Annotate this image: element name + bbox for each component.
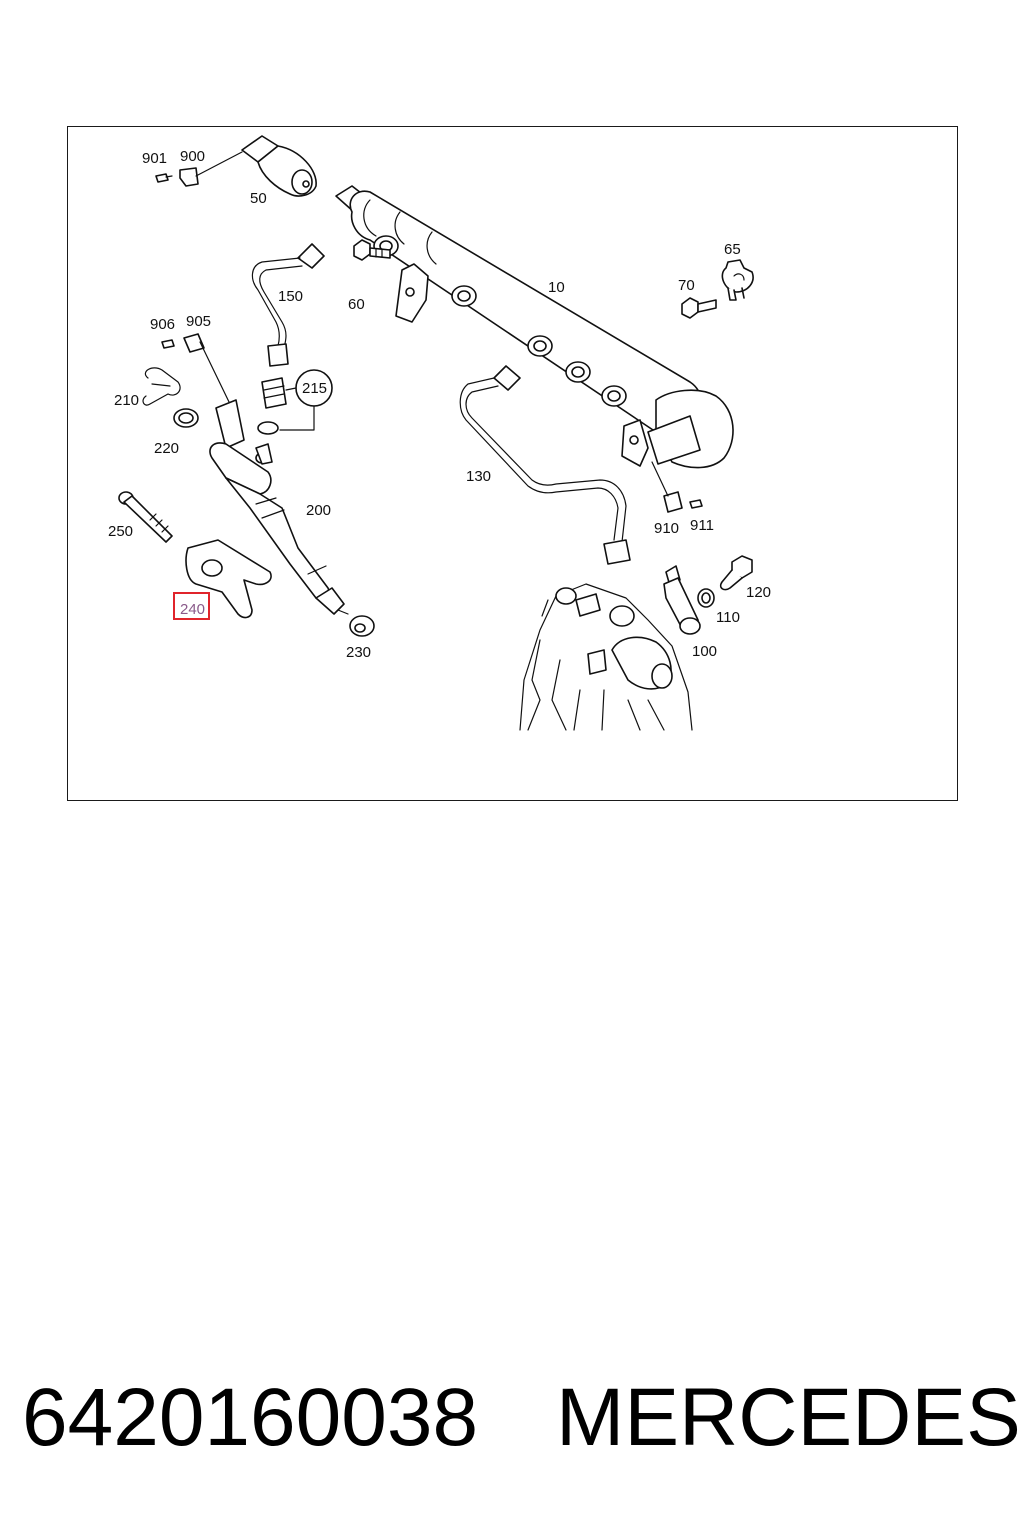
part-240-clamp[interactable] bbox=[185, 539, 272, 619]
part-200-injector[interactable] bbox=[209, 399, 349, 615]
part-150-fuel-line[interactable] bbox=[251, 243, 325, 367]
label-210: 210 bbox=[114, 392, 139, 409]
part-120-banjo-bolt[interactable] bbox=[719, 555, 753, 591]
part-number: 6420160038 bbox=[22, 1372, 479, 1463]
label-230: 230 bbox=[346, 644, 371, 661]
part-70-bolt[interactable] bbox=[681, 297, 717, 319]
label-60: 60 bbox=[348, 296, 365, 313]
part-220-seal-ring[interactable] bbox=[173, 408, 199, 428]
part-901-pin[interactable] bbox=[155, 173, 173, 183]
label-10: 10 bbox=[548, 279, 565, 296]
label-65: 65 bbox=[724, 241, 741, 258]
label-901: 901 bbox=[142, 150, 167, 167]
part-10-fuel-rail[interactable] bbox=[335, 185, 734, 469]
label-130: 130 bbox=[466, 468, 491, 485]
label-240: 240 bbox=[180, 601, 205, 618]
part-911-pin[interactable] bbox=[689, 499, 703, 509]
part-210-clip[interactable] bbox=[142, 367, 181, 406]
part-905-connector[interactable] bbox=[183, 333, 231, 405]
label-200: 200 bbox=[306, 502, 331, 519]
part-130-fuel-line[interactable] bbox=[459, 365, 631, 565]
label-910: 910 bbox=[654, 520, 679, 537]
label-70: 70 bbox=[678, 277, 695, 294]
label-215: 215 bbox=[302, 380, 327, 397]
label-100: 100 bbox=[692, 643, 717, 660]
part-250-bolt[interactable] bbox=[118, 491, 173, 543]
label-906: 906 bbox=[150, 316, 175, 333]
label-110: 110 bbox=[716, 609, 740, 626]
part-100-fitting[interactable] bbox=[663, 565, 701, 635]
part-65-clip[interactable] bbox=[721, 259, 754, 301]
label-220: 220 bbox=[154, 440, 179, 457]
footer-caption: 6420160038 MERCEDES bbox=[22, 1368, 1021, 1468]
label-900: 900 bbox=[180, 148, 205, 165]
label-250: 250 bbox=[108, 523, 133, 540]
part-110-seal-ring[interactable] bbox=[697, 588, 715, 608]
part-906-pin[interactable] bbox=[161, 339, 175, 349]
part-60-bolt[interactable] bbox=[353, 239, 391, 261]
highlight-box-240[interactable] bbox=[173, 592, 210, 620]
part-910-connector[interactable] bbox=[651, 461, 683, 513]
part-50-pressure-sensor[interactable] bbox=[241, 135, 317, 197]
label-120: 120 bbox=[746, 584, 771, 601]
label-911: 911 bbox=[690, 517, 714, 534]
diagram-frame bbox=[67, 126, 958, 801]
part-215-union[interactable] bbox=[257, 369, 333, 435]
label-50: 50 bbox=[250, 190, 267, 207]
part-230-washer[interactable] bbox=[349, 615, 375, 637]
brand-name: MERCEDES bbox=[556, 1372, 1021, 1463]
part-900-connector[interactable] bbox=[179, 151, 243, 187]
label-150: 150 bbox=[278, 288, 303, 305]
label-905: 905 bbox=[186, 313, 211, 330]
high-pressure-pump bbox=[519, 583, 693, 731]
